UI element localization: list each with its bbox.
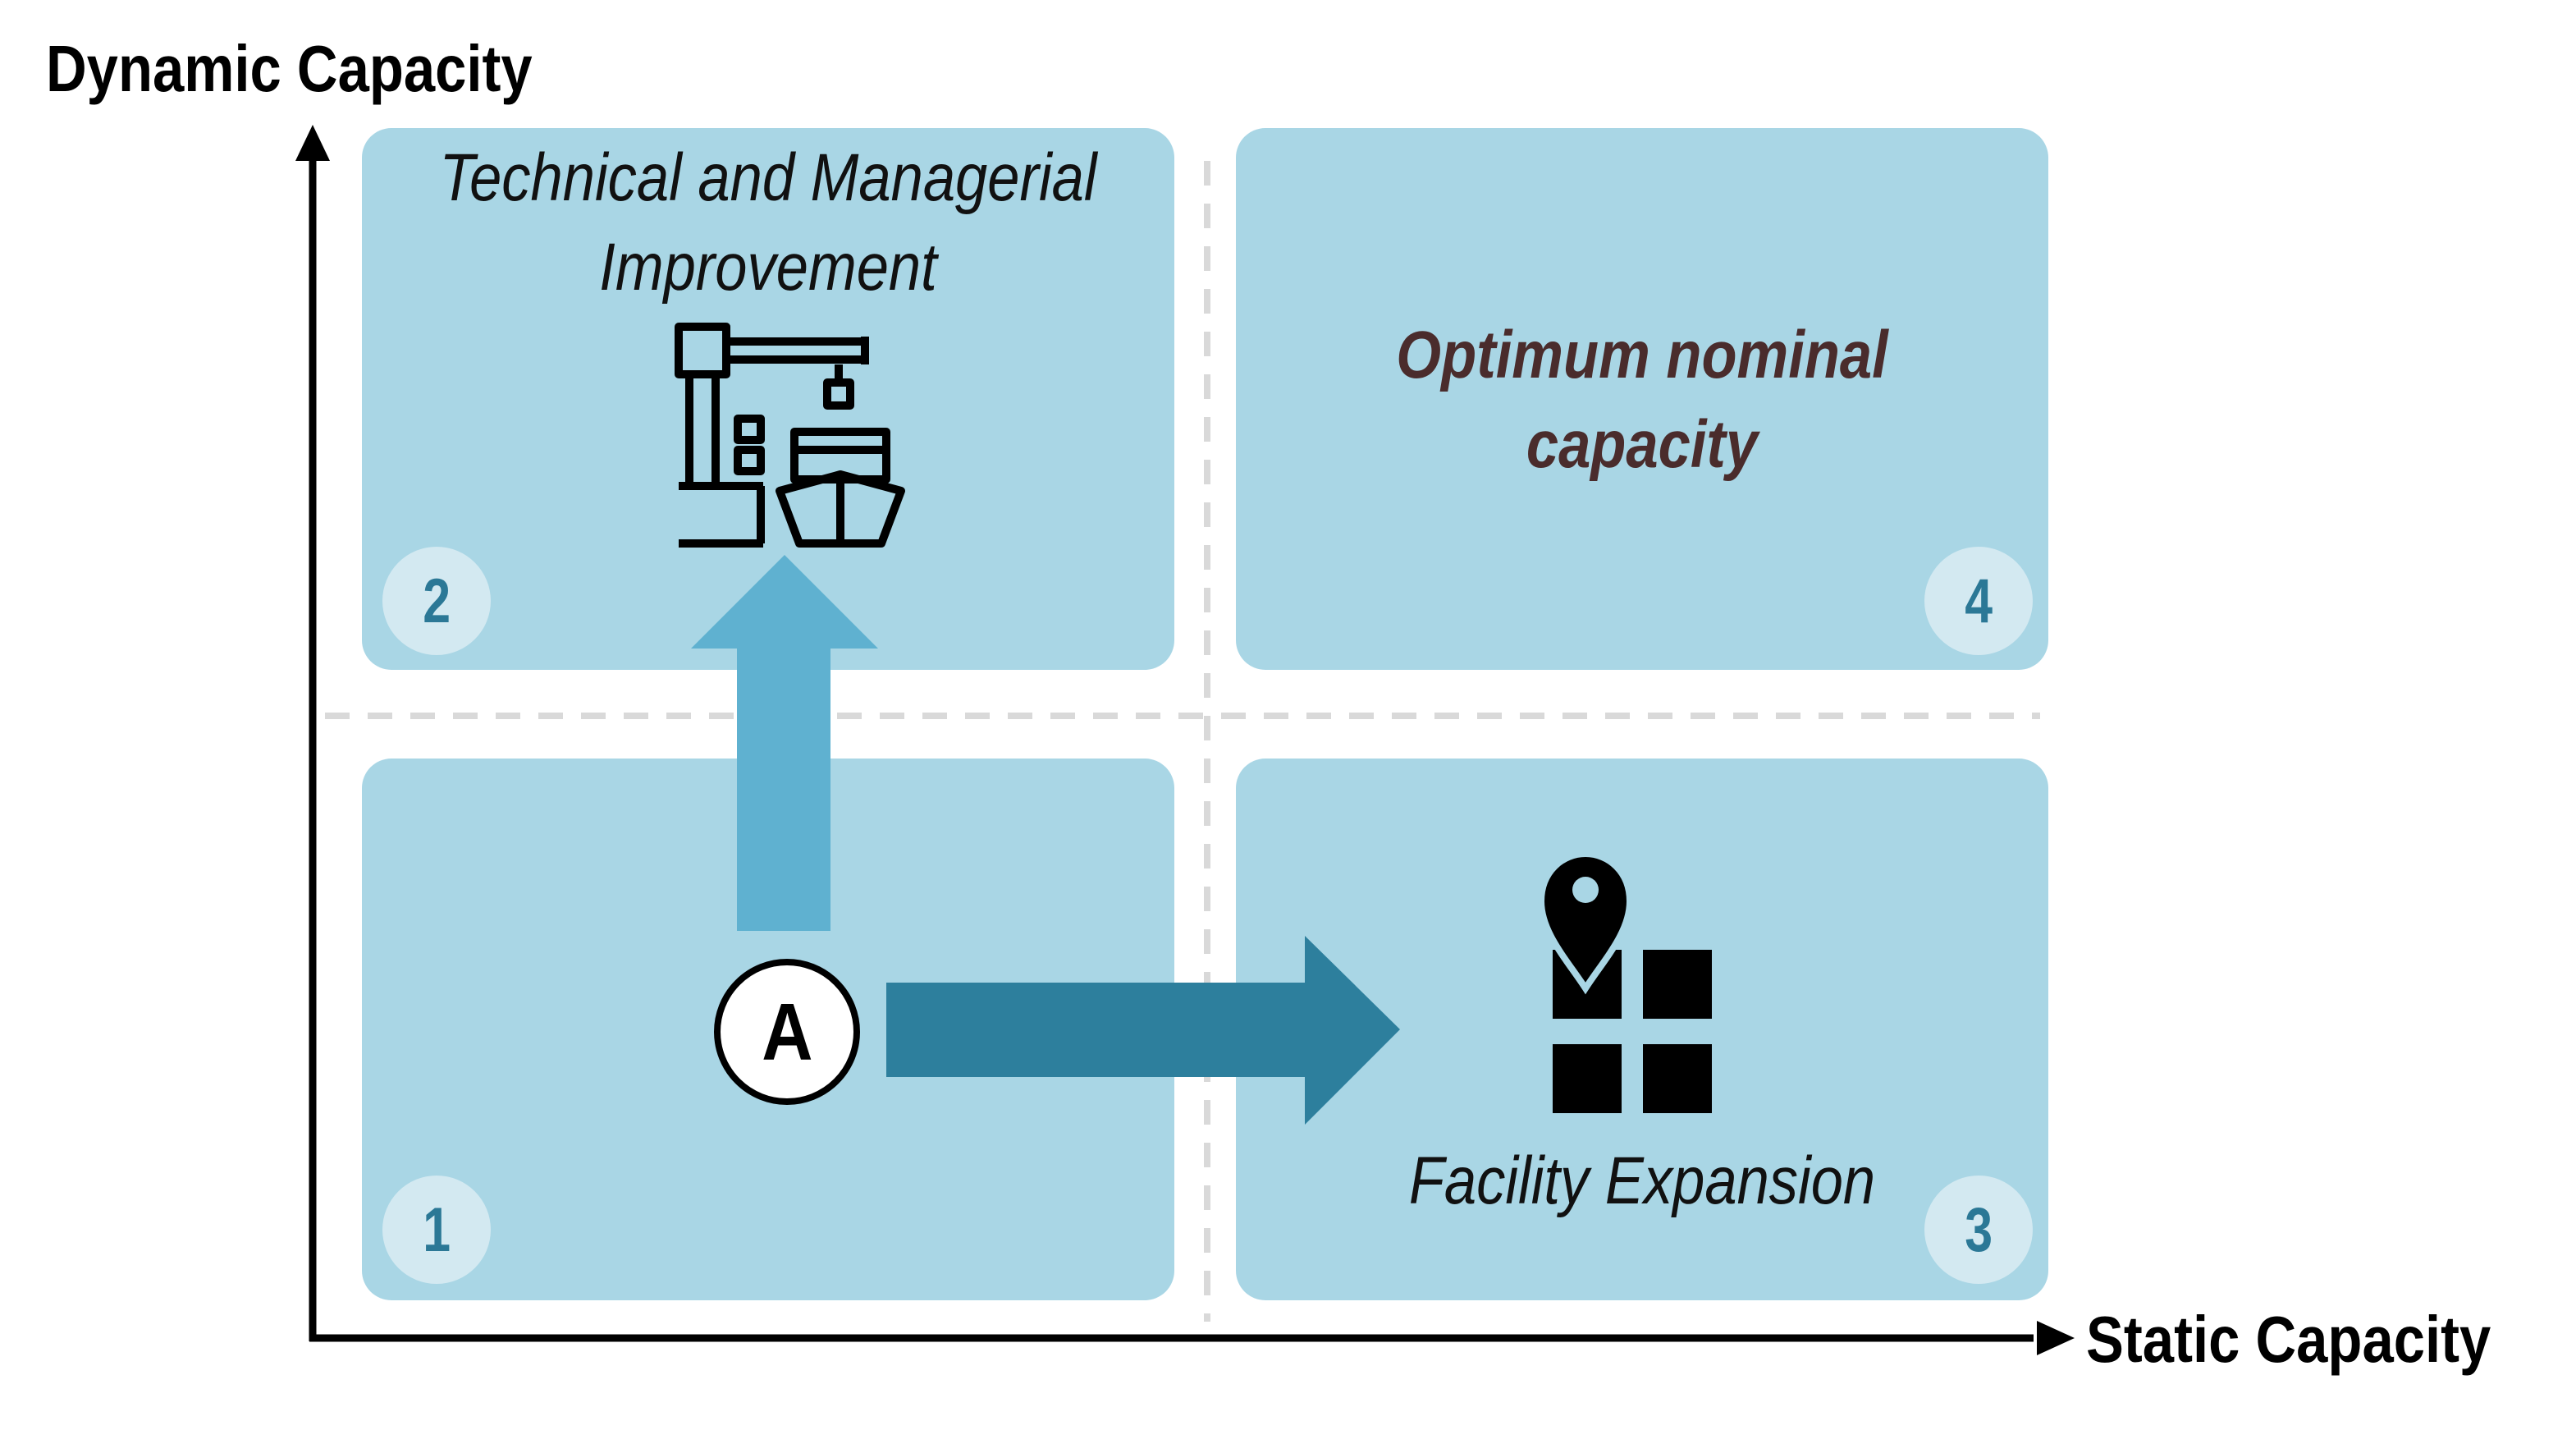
quadrant-4-badge: 4 <box>1924 547 2033 655</box>
port-crane-ship-icon <box>675 323 905 548</box>
up-arrow <box>691 555 878 931</box>
quadrant-1-number: 1 <box>423 1194 451 1265</box>
x-axis-label: Static Capacity <box>2086 1303 2491 1376</box>
quadrant-3-title: Facility Expansion <box>1408 1144 1876 1218</box>
quadrant-4-title: Optimum nominal capacity <box>1328 310 1956 489</box>
point-a-label: A <box>761 986 813 1077</box>
quadrant-2-title-line1: Technical and Managerial <box>439 140 1097 215</box>
quadrant-4-title-line2: capacity <box>1526 407 1759 483</box>
location-grid-icon <box>1537 850 1712 1113</box>
quadrant-2-panel <box>362 128 1174 670</box>
quadrant-2-badge: 2 <box>382 547 491 655</box>
right-arrow <box>886 936 1400 1125</box>
quadrant-3-badge: 3 <box>1924 1176 2033 1284</box>
y-axis-arrowhead <box>295 125 330 161</box>
point-a-marker: A <box>714 959 860 1105</box>
quadrant-4-number: 4 <box>1965 566 1993 636</box>
quadrant-3-number: 3 <box>1965 1194 1993 1265</box>
quadrant-1-badge: 1 <box>382 1176 491 1284</box>
quadrant-4-title-line1: Optimum nominal <box>1396 318 1888 392</box>
y-axis-label: Dynamic Capacity <box>46 32 533 105</box>
quadrant-2-title-line2: Improvement <box>599 230 937 305</box>
quadrant-2-title: Technical and Managerial Improvement <box>419 133 1117 312</box>
quadrant-4-panel <box>1236 128 2048 670</box>
quadrant-2-number: 2 <box>423 566 451 636</box>
x-axis-arrowhead <box>2037 1321 2075 1355</box>
quadrant-3-panel <box>1236 759 2048 1300</box>
